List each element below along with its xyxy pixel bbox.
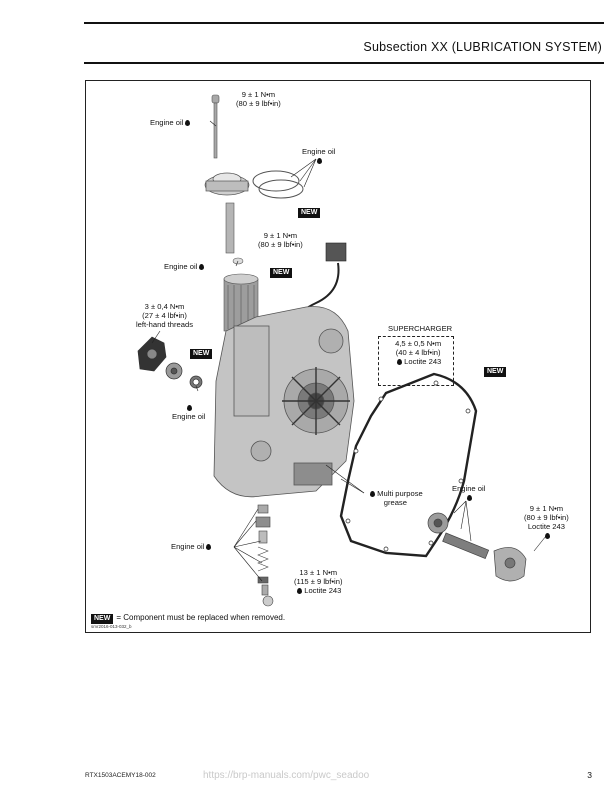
engine-exploded-illustration [122,85,564,607]
engine-oil-label-6: Engine oil [171,542,212,551]
figure-id: smr2016-013-032_b [91,624,132,629]
torque-left-line1: 3 ± 0,4 N•m [144,302,185,311]
torque-right-line1: 9 ± 1 N•m [529,504,564,513]
loctite-drop-icon [397,359,402,365]
oil-drop-icon [206,544,212,550]
new-tag-1: NEW [298,208,321,218]
engine-oil-label-2: Engine oil [302,147,335,165]
subsection-title: Subsection XX (LUBRICATION SYSTEM) [363,40,602,54]
torque-spec-mid: 9 ± 1 N•m (80 ± 9 lbf•in) [258,231,303,249]
oil-drop-icon [185,120,191,126]
engine-oil-text-2: Engine oil [302,147,336,156]
grease-label: Multi purpose grease [368,489,423,507]
oil-pump-assembly [427,512,527,582]
bottom-loctite-text: Loctite 243 [304,586,342,595]
engine-oil-label-4: Engine oil [172,403,205,421]
cover-gasket [339,372,478,558]
legend: NEW= Component must be replaced when rem… [91,613,285,624]
engine-oil-label-3: Engine oil [164,262,205,271]
engine-oil-text-5: Engine oil [452,484,486,493]
engine-oil-text-6: Engine oil [171,542,205,551]
new-tag-4: NEW [484,367,507,377]
header-bottom-rule [84,62,604,64]
torque-top-line1: 9 ± 1 N•m [241,90,276,99]
super-torque-line1: 4,5 ± 0,5 N•m [395,339,442,348]
supercharger-title: SUPERCHARGER [388,324,453,333]
engine-housing [213,306,355,498]
legend-new-tag: NEW [91,614,114,624]
engine-oil-text-4: Engine oil [172,412,206,421]
supercharger-callout-box [378,336,454,386]
oil-filter-cover [204,172,250,196]
torque-spec-bottom: 13 ± 1 N•m (115 ± 9 lbf•in) Loctite 243 [294,568,342,595]
super-torque-line2: (40 ± 4 lbf•in) [395,348,441,357]
engine-oil-label-1: Engine oil [150,118,191,127]
o-rings [252,170,304,199]
oil-filter-bolt [211,94,220,159]
oil-pipe [225,202,235,254]
pump-impeller [137,336,203,389]
torque-mid-line1: 9 ± 1 N•m [263,231,298,240]
torque-right-line2: (80 ± 9 lbf•in) [524,513,569,522]
leader-lines [151,120,547,582]
oil-drop-icon [187,405,193,411]
loctite-drop-icon [544,533,550,539]
grease-line1: Multi purpose [377,489,423,498]
oil-drop-icon [467,495,473,501]
torque-top-line2: (80 ± 9 lbf•in) [236,99,281,108]
torque-mid-line2: (80 ± 9 lbf•in) [258,240,303,249]
oil-drop-icon [199,264,205,270]
footer-watermark-url[interactable]: https://brp-manuals.com/pwc_seadoo [203,770,370,781]
grease-drop-icon [370,491,375,497]
engine-oil-label-5: Engine oil [452,484,485,502]
grease-line2: grease [383,498,407,507]
footer-doc-code: RTX1503ACEMY18-002 [85,772,156,779]
engine-oil-text-3: Engine oil [164,262,198,271]
pressure-relief-valve-stack [255,504,274,607]
oil-drop-icon [317,158,323,164]
new-tag-3: NEW [190,349,213,359]
super-loctite-text: Loctite 243 [404,357,442,366]
exploded-view-figure: 9 ± 1 N•m (80 ± 9 lbf•in) Engine oil Eng… [85,80,591,633]
right-loctite-text: Loctite 243 [527,522,565,531]
oil-filter [223,273,259,332]
new-tag-2: NEW [270,268,293,278]
torque-bottom-line1: 13 ± 1 N•m [299,568,338,577]
torque-bottom-line2: (115 ± 9 lbf•in) [294,577,343,586]
torque-spec-left: 3 ± 0,4 N•m (27 ± 4 lbf•in) left-hand th… [136,302,193,329]
torque-left-line3: left-hand threads [136,320,193,329]
torque-left-line2: (27 ± 4 lbf•in) [142,311,187,320]
supercharger-torque-spec: 4,5 ± 0,5 N•m (40 ± 4 lbf•in) Loctite 24… [395,339,441,366]
engine-oil-text-1: Engine oil [150,118,184,127]
header-top-rule [84,22,604,24]
legend-text: = Component must be replaced when remove… [116,613,286,622]
page-number: 3 [587,770,592,780]
torque-spec-right: 9 ± 1 N•m (80 ± 9 lbf•in) Loctite 243 [524,504,569,540]
loctite-drop-icon [297,588,303,594]
torque-spec-top: 9 ± 1 N•m (80 ± 9 lbf•in) [236,90,281,108]
